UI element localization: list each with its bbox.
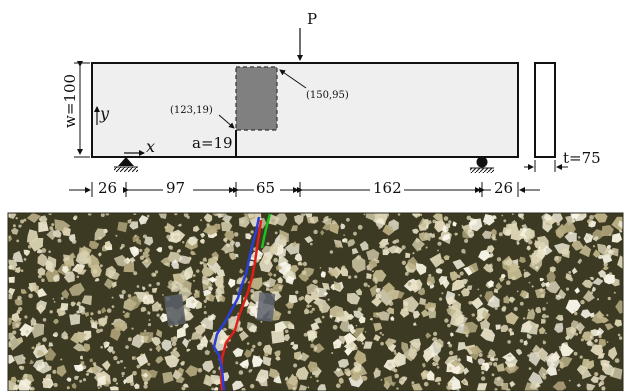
- cross-section: [534, 62, 556, 158]
- crack-path-blue: [212, 216, 261, 391]
- notch-tip-leader: [218, 114, 235, 129]
- span-dimensions: 26 97 65 162 26: [69, 178, 540, 197]
- box-corner-leader: [279, 69, 307, 89]
- height-label: w=100: [61, 74, 79, 128]
- dim-support-to-notch: 97: [166, 179, 185, 197]
- roller-support: [476, 156, 488, 168]
- dim-right-overhang: 26: [494, 179, 513, 197]
- beam-schematic: P w=100 y x a=19 (123,19) (150,95) t=75: [61, 10, 601, 197]
- beam-body: [91, 62, 519, 158]
- crack-path-green: [260, 213, 272, 249]
- x-axis-label: x: [146, 137, 155, 156]
- notch-tip-coord: (123,19): [170, 105, 213, 116]
- notch-label: a=19: [192, 134, 233, 152]
- dim-notch-to-load: 65: [256, 179, 275, 197]
- y-axis-label: y: [99, 104, 110, 123]
- fracture-process-box: [235, 66, 278, 131]
- concrete-photo: [8, 213, 623, 391]
- box-corner-coord: (150,95): [306, 90, 349, 101]
- load-label: P: [307, 10, 317, 28]
- thickness-label: t=75: [563, 149, 601, 167]
- dim-load-to-support: 162: [373, 179, 402, 197]
- dim-left-overhang: 26: [98, 179, 117, 197]
- pin-support: [118, 157, 134, 166]
- crack-path-red: [219, 219, 263, 391]
